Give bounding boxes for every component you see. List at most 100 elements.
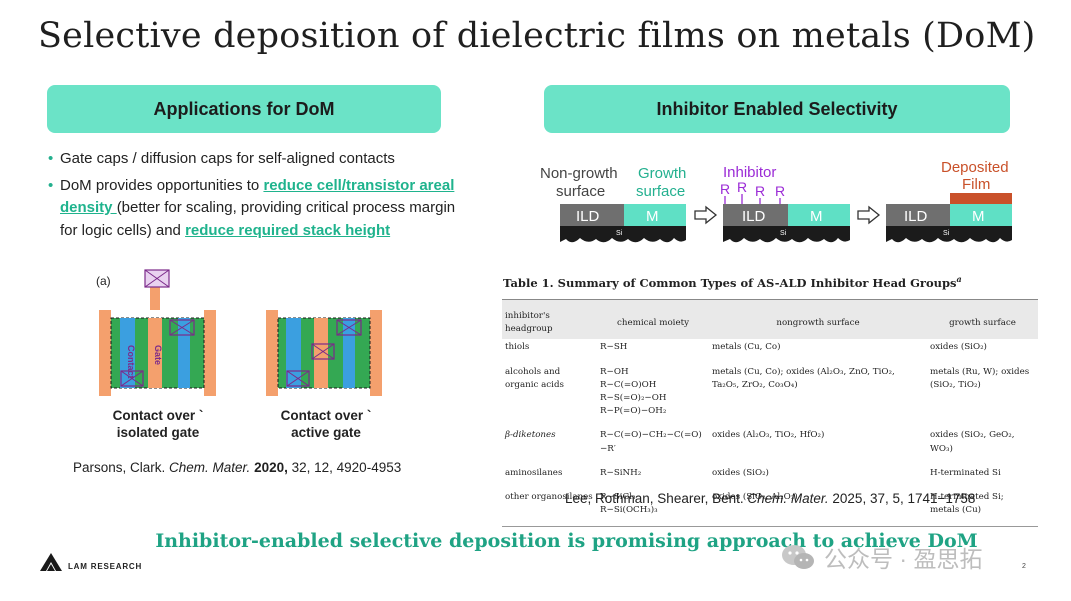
citation-lee-journal: Chem. Mater. [747, 491, 829, 506]
cell-headgroup: β-diketones [505, 430, 556, 441]
contact-region-4 [343, 318, 355, 388]
right-spacer-2 [370, 310, 382, 396]
selectivity-schematic: Non-growth surface Growth surface Inhibi… [530, 158, 1030, 250]
lam-logo-icon [40, 553, 62, 571]
contact-label: Contact [126, 345, 136, 379]
r-group-4: R [775, 183, 785, 199]
applications-header: Applications for DoM [47, 85, 441, 133]
col-header-moiety: chemical moiety [597, 299, 709, 340]
si-text-1: Si [616, 230, 623, 237]
cell-growth: oxides (SiO₂, GeO₂, WO₃) [930, 430, 1015, 454]
wechat-icon [782, 545, 814, 569]
right-spacer [204, 310, 216, 396]
cell-growth: metals (Ru, W); oxides (SiO₂, TiO₂) [930, 366, 1030, 390]
nongrowth-label-2: surface [556, 183, 605, 200]
cell-nongrowth: oxides (SiO₂, Al₂O₃) [709, 489, 927, 528]
citation-parsons-journal: Chem. Mater. [169, 460, 251, 475]
cell-nongrowth: metals (Cu, Co) [712, 342, 781, 353]
cell-moiety: R−SiNH₂ [600, 467, 642, 478]
m-text-3: M [972, 208, 985, 225]
inhibitor-header: Inhibitor Enabled Selectivity [544, 85, 1010, 133]
bullet-gate-caps: Gate caps / diffusion caps for self-alig… [48, 148, 468, 171]
citation-parsons-year: 2020, [254, 460, 288, 475]
cell-moiety: R−OH R−C(=O)OH R−S(=O)₂−OH R−P(=O)−OH₂ [600, 366, 667, 417]
watermark: 公众号 · 盈思拓 [780, 540, 982, 574]
lam-logo-text: LAM RESEARCH [68, 561, 143, 571]
link-reduce-areal-density[interactable]: reduce cell/transistor areal density [60, 176, 455, 217]
table-header-row: inhibitor's headgroup chemical moiety no… [502, 299, 1038, 340]
m-text-1: M [646, 208, 659, 225]
cell-headgroup: aminosilanes [505, 467, 563, 478]
bullet2-intro: DoM provides opportunities to [60, 176, 264, 194]
watermark-text: 公众号 · 盈思拓 [824, 546, 983, 572]
cell-moiety: R−C(=O)−CH₂−C(=O)−R′ [600, 430, 702, 454]
ild-block-3 [886, 204, 950, 226]
si-substrate-2 [723, 226, 850, 243]
r-group-2: R [737, 179, 747, 195]
cell-growth: oxides (SiO₂) [930, 342, 987, 353]
lam-logo: LAM RESEARCH [40, 553, 142, 571]
citation-lee-rest: 2025, 37, 5, 1741−1758 [828, 491, 976, 506]
caption-active-gate: Contact over ` active gate [276, 407, 376, 441]
link-reduce-stack-height[interactable]: reduce required stack height [185, 221, 391, 239]
r-group-1: R [720, 181, 730, 197]
contact-gate-figure: (a) Contact Gate Contact over `isolated … [90, 265, 400, 445]
via-bottom-left-2 [286, 370, 310, 387]
caption-tick-right: ` [366, 408, 372, 423]
growth-label-1: Growth [638, 165, 686, 182]
deposited-label-2: Film [962, 176, 990, 193]
caption-isolated-gate-line1: Contact over [112, 408, 196, 423]
inhibitor-label: Inhibitor [723, 164, 776, 181]
table-title: Table 1. Summary of Common Types of AS-A… [503, 274, 962, 290]
caption-isolated-gate: Contact over `isolated gate [108, 407, 208, 441]
m-text-2: M [810, 208, 823, 225]
gate-stem [150, 287, 160, 310]
nongrowth-label-1: Non-growth [540, 165, 618, 182]
gate-line [148, 318, 162, 388]
table-row: alcohols and organic acids R−OH R−C(=O)O… [502, 364, 1038, 428]
cell-growth: H-terminated Si [930, 467, 1001, 478]
si-text-2: Si [780, 230, 787, 237]
cell-headgroup: other organosilanes [502, 489, 597, 528]
deposited-film [950, 193, 1012, 204]
ild-block-2 [723, 204, 788, 226]
table-row: other organosilanes R−SiCl₃ R−Si(OCH₃)₃ … [502, 489, 1038, 528]
applications-bullets: Gate caps / diffusion caps for self-alig… [48, 148, 468, 242]
table-row: thiols R−SH metals (Cu, Co) oxides (SiO₂… [502, 339, 1038, 363]
caption-active-gate-line1: Contact over [280, 408, 364, 423]
si-text-3: Si [943, 230, 950, 237]
ild-text-3: ILD [904, 208, 928, 225]
citation-parsons: Parsons, Clark. Chem. Mater. 2020, 32, 1… [73, 460, 401, 475]
col-header-nongrowth: nongrowth surface [709, 299, 927, 340]
caption-active-gate-line2: active gate [291, 425, 361, 440]
r-group-3: R [755, 183, 765, 199]
caption-tick-left: ` [198, 408, 204, 423]
cell-moiety: R−SiCl₃ R−Si(OCH₃)₃ [597, 489, 709, 528]
table-title-text: Table 1. Summary of Common Types of AS-A… [503, 275, 957, 290]
citation-parsons-rest: 32, 12, 4920-4953 [287, 460, 402, 475]
cell-nongrowth: metals (Cu, Co); oxides (Al₂O₃, ZnO, TiO… [712, 366, 895, 390]
figure-panel-label: (a) [96, 274, 111, 288]
table-row: aminosilanes R−SiNH₂ oxides (SiO₂) H-ter… [502, 465, 1038, 489]
arrow-1 [694, 205, 718, 225]
ild-block-1 [560, 204, 624, 226]
conclusion-line: Inhibitor-enabled selective deposition i… [155, 530, 978, 552]
table-title-footnote: a [956, 274, 962, 284]
si-substrate-3 [886, 226, 1012, 243]
cell-moiety: R−SH [600, 342, 628, 353]
arrow-2 [857, 205, 881, 225]
ild-text-1: ILD [576, 208, 600, 225]
citation-parsons-authors: Parsons, Clark. [73, 460, 170, 475]
metal-block-2 [788, 204, 850, 226]
via-middle [311, 343, 335, 360]
bullet2-middle: (better for scaling, providing critical … [60, 199, 456, 239]
via-top-right [169, 319, 195, 336]
conclusion-text: Inhibitor-enabled selective deposition i… [0, 530, 1071, 552]
citation-lee: Lee, Rothman, Shearer, Bent. Chem. Mater… [565, 491, 975, 506]
via-top-right-2 [336, 319, 362, 336]
cell-headgroup: thiols [505, 342, 530, 353]
ild-text-2: ILD [742, 208, 766, 225]
citation-lee-authors: Lee, Rothman, Shearer, Bent. [565, 491, 748, 506]
slide-title: Selective deposition of dielectric films… [38, 16, 1036, 56]
cell-nongrowth: oxides (Al₂O₃, TiO₂, HfO₂) [712, 430, 825, 441]
